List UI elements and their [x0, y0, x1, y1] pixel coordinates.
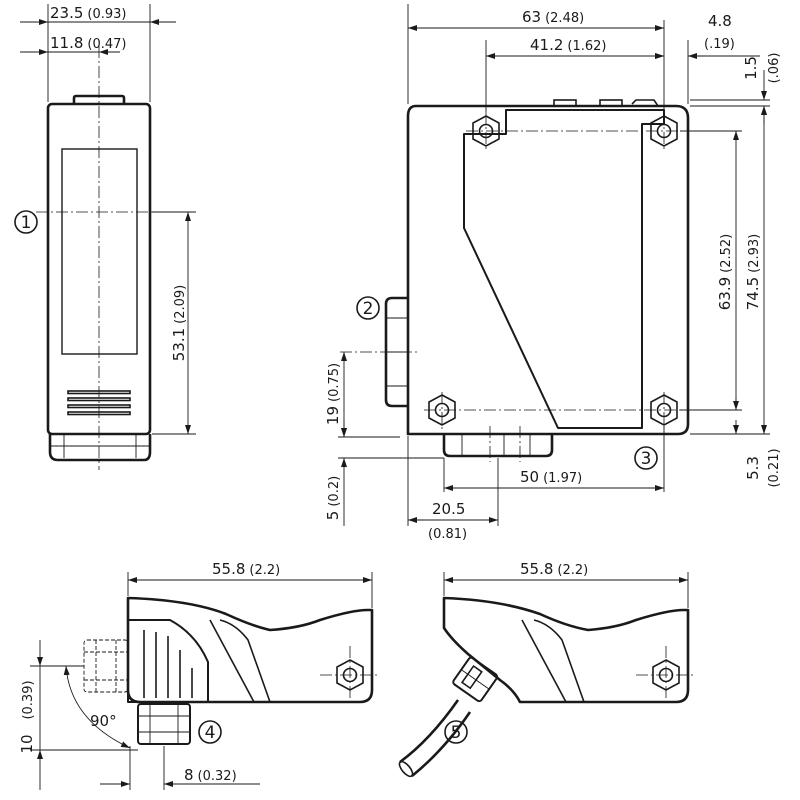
- svg-text:4: 4: [205, 723, 216, 743]
- dim-width-total: 23.5(0.93): [50, 4, 127, 22]
- svg-text:2: 2: [363, 299, 374, 319]
- callout-5: 5: [444, 720, 468, 744]
- dim-connector-offset-in: (0.39): [21, 680, 36, 719]
- callout-3: 3: [634, 446, 658, 470]
- dim-base-width: 50(1.97): [520, 468, 582, 486]
- connector-rotated-view: [30, 572, 380, 790]
- dim-length-total: 63(2.48): [522, 8, 584, 26]
- dim-bottom-offset: 5(0.2): [324, 476, 342, 520]
- dim-offset-right-in: (.19): [704, 37, 735, 52]
- dim-rotation-angle: 90°: [90, 712, 117, 730]
- dim-offset-right: 4.8: [708, 12, 732, 30]
- dim-hole-spacing-v: 63.9(2.52): [716, 234, 734, 311]
- dim-offset-top-in: (.06): [767, 53, 782, 84]
- callout-2: 2: [356, 296, 380, 320]
- front-view: [20, 4, 196, 470]
- dim-connector-height: 19(0.75): [324, 363, 342, 425]
- dim-cable-version-length-a: 55.8(2.2): [212, 560, 280, 578]
- svg-text:3: 3: [641, 449, 652, 469]
- dim-hole-to-bottom: 5.3: [744, 456, 762, 480]
- cable-version-view: [398, 572, 696, 778]
- dim-connector-offset: 10: [18, 734, 36, 753]
- callout-4: 4: [198, 720, 222, 744]
- dim-offset-top: 1.5: [742, 56, 760, 80]
- dim-hole-to-bottom-in: (0.21): [767, 448, 782, 487]
- dim-front-to-hole-in: (0.81): [428, 527, 467, 542]
- dim-optical-axis-height: 53.1(2.09): [170, 285, 188, 362]
- dim-height-total: 74.5(2.93): [744, 234, 762, 311]
- dim-front-to-hole: 20.5: [432, 500, 465, 518]
- lens-window: [61, 148, 138, 355]
- svg-text:1: 1: [21, 213, 32, 233]
- dim-connector-shift: 8(0.32): [184, 766, 237, 784]
- callout-1: 1: [14, 210, 38, 234]
- svg-text:5: 5: [451, 723, 462, 743]
- dim-hole-spacing-h: 41.2(1.62): [530, 36, 607, 54]
- dim-width-center: 11.8(0.47): [50, 34, 127, 52]
- dim-cable-version-length-b: 55.8(2.2): [520, 560, 588, 578]
- side-view: [338, 4, 770, 526]
